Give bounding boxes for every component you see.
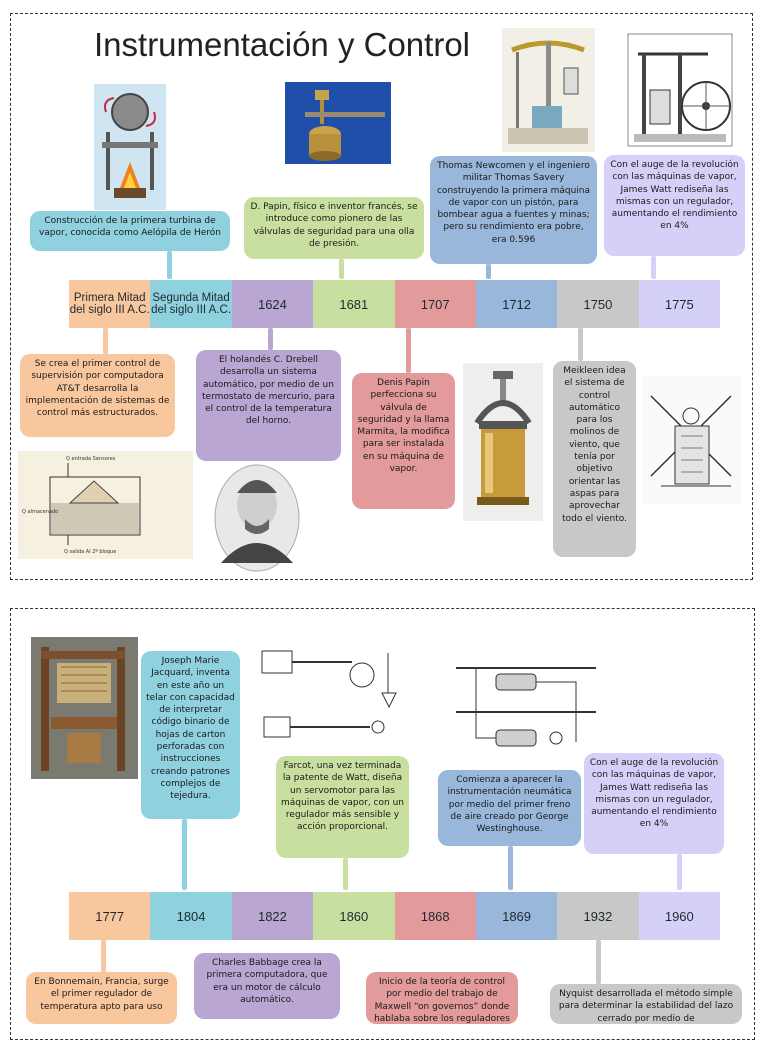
windmill-drawing-image [641,376,741,504]
connector-newcomen [486,264,491,279]
event-papin-intro: D. Papin, físico e inventor francés, se … [244,197,424,259]
aeolipile-image [94,84,166,210]
panel-1-frame [10,13,753,580]
connector-westinghouse [508,846,513,890]
event-heron: Construcción de la primera turbina de va… [30,211,230,251]
timeline-1-item: Segunda Mitad del siglo III A.C. [150,280,232,328]
event-babbage: Charles Babbage crea la primera computad… [194,953,340,1019]
event-farcot: Farcot, una vez terminada la patente de … [276,756,409,858]
tank-label-bottom: Q salida Al 2º bloque [64,549,116,555]
timeline-1-item: 1775 [638,280,720,328]
event-nyquist: Nyquist desarrollada el método simple pa… [550,984,742,1024]
connector-jacquard [182,819,187,890]
event-watt-1775: Con el auge de la revolución con las máq… [604,155,745,256]
connector-watt-1960 [677,854,682,890]
connector-att [103,328,108,354]
event-bonnemain: En Bonnemain, Francia, surge el primer r… [26,972,177,1024]
connector-marmita [406,328,411,373]
timeline-2-item: 1869 [475,892,558,940]
watt-engine-drawing [624,30,736,150]
timeline-2-item: 1860 [313,892,395,940]
tank-label-left: Q almacenado [22,509,58,515]
connector-drebell [268,328,273,350]
event-watt-1960: Con el auge de la revolución con las máq… [584,753,724,854]
timeline-2-item: 1777 [69,892,151,940]
timeline-2-item: 1932 [557,892,639,940]
connector-watt-1775 [651,256,656,279]
timeline-1-item: Primera Mitad del siglo III A.C. [69,280,151,328]
event-jacquard: Joseph Marie Jacquard, inventa en este a… [141,651,240,819]
event-att: Se crea el primer control de supervisión… [20,354,175,437]
connector-meikleen [578,328,583,361]
safety-valve-image [285,82,391,164]
timeline-1-item: 1750 [557,280,639,328]
event-marmita: Denis Papin perfecciona su válvula de se… [352,373,455,509]
newcomen-engine-image [502,28,595,152]
connector-heron [167,251,172,279]
air-brake-drawing-image [456,652,596,756]
event-maxwell: Inicio de la teoría de control por medio… [366,972,518,1024]
connector-farcot [343,858,348,890]
servomotor-drawing-image [258,643,408,749]
event-meikleen: Meikleen idea el sistema de control auto… [553,361,636,557]
timeline-2: 1777 1804 1822 1860 1868 1869 1932 1960 [69,892,720,940]
timeline-2-item: 1804 [150,892,232,940]
timeline-1-item: 1624 [231,280,314,328]
connector-bonnemain [101,940,106,972]
tank-label-top: Q entrada Sensores [66,456,116,462]
tank-diagram-image: Q entrada Sensores Q almacenado Q salida… [18,451,193,559]
event-westinghouse: Comienza a aparecer la instrumentación n… [438,770,581,846]
jacquard-loom-image [31,637,138,779]
marmita-pot-image [463,363,543,521]
timeline-1-item: 1681 [313,280,395,328]
connector-papin-intro [339,259,344,279]
timeline-1-item: 1712 [475,280,558,328]
drebbel-portrait-image [214,464,300,572]
page-title: Instrumentación y Control [94,26,471,63]
timeline-2-item: 1868 [394,892,476,940]
timeline-2-item: 1960 [638,892,720,940]
connector-nyquist [596,940,601,984]
event-newcomen: Thomas Newcomen y el ingeniero militar T… [430,156,597,264]
timeline-1-item: 1707 [394,280,476,328]
timeline-1: Primera Mitad del siglo III A.C. Segunda… [69,280,720,328]
timeline-2-item: 1822 [231,892,314,940]
event-drebell: El holandés C. Drebell desarrolla un sis… [196,350,341,461]
